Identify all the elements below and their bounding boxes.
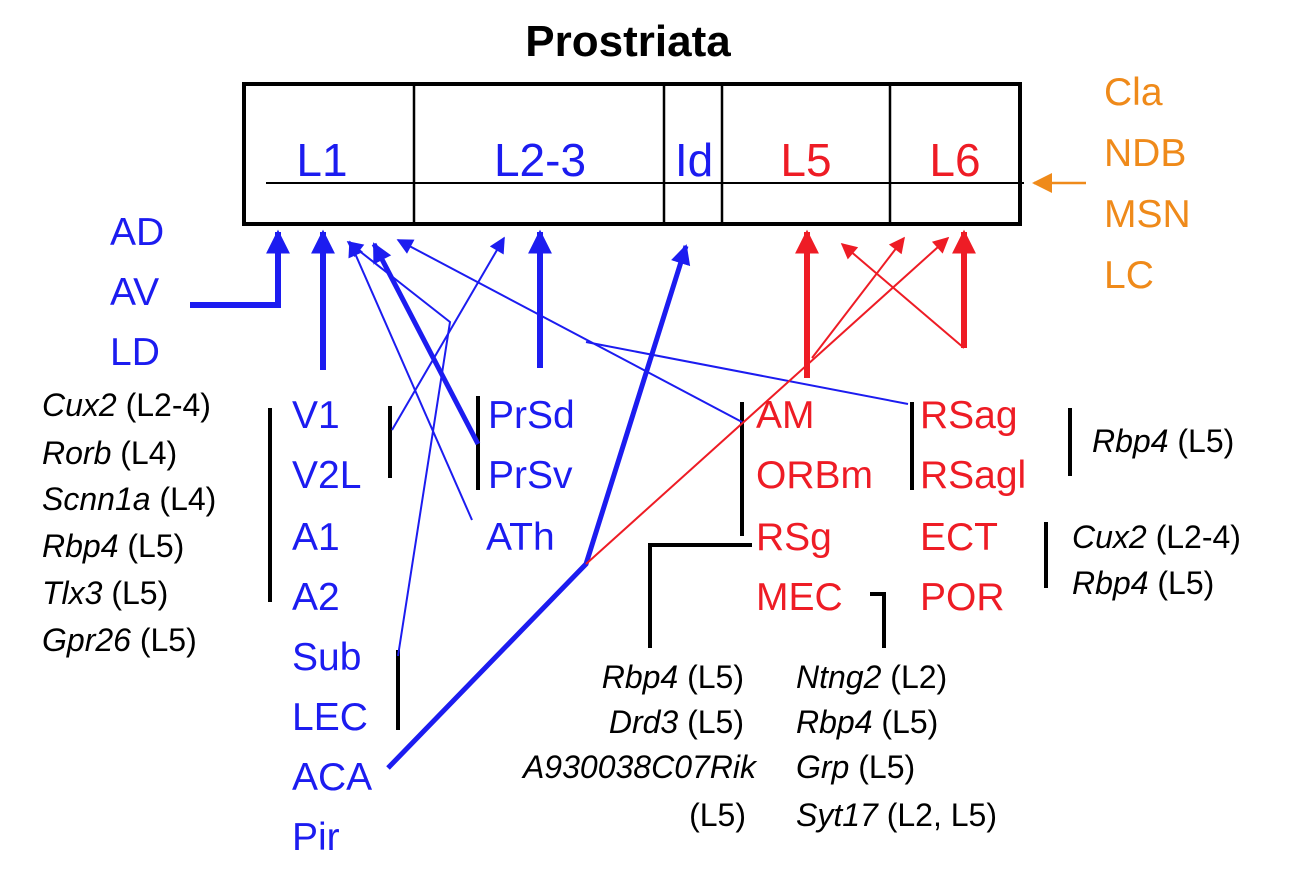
gene-entry: Cux2 (L2-4) — [1072, 519, 1241, 555]
gene-entry: Syt17 (L2, L5) — [796, 797, 997, 833]
blue-left-regions: V1 V2L A1 A2 Sub LEC ACA Pir — [292, 394, 372, 859]
arrow-prs-to-l1 — [371, 242, 481, 446]
region-aca: ACA — [292, 756, 372, 799]
bracket-rsg-genes — [648, 543, 752, 648]
red-projections — [585, 229, 976, 565]
gene-entry: Ntng2 (L2) — [796, 659, 947, 695]
genes-rsg: Rbp4 (L5) Drd3 (L5) A930038C07Rik (L5) — [521, 659, 758, 833]
region-lc: LC — [1104, 254, 1154, 297]
blue-mid-regions: PrSd PrSv ATh — [486, 394, 575, 559]
region-a2: A2 — [292, 576, 340, 619]
region-mec: MEC — [756, 576, 843, 619]
gene-entry: (L5) — [689, 797, 746, 833]
layer-label-l2-3: L2-3 — [494, 134, 586, 186]
genes-mec: Ntng2 (L2) Rbp4 (L5) Grp (L5) Syt17 (L2,… — [796, 659, 997, 833]
diagram-title: Prostriata — [525, 17, 731, 66]
red-right-regions: RSag RSagl ECT POR — [920, 394, 1026, 619]
region-am: AM — [756, 394, 815, 437]
gene-entry: Rorb (L4) — [42, 435, 177, 471]
gene-entry: Grp (L5) — [796, 749, 915, 785]
arrow-am-to-l6 — [811, 236, 905, 359]
thalamic-arrow — [190, 229, 290, 308]
gene-entry: Cux2 (L2-4) — [42, 387, 211, 423]
region-ld: LD — [110, 331, 160, 374]
region-rsag: RSag — [920, 394, 1018, 437]
gene-entry: Rbp4 (L5) — [42, 528, 184, 564]
gene-entry: A930038C07Rik — [521, 749, 758, 785]
gene-entry: Drd3 (L5) — [609, 704, 744, 740]
genes-rsag: Rbp4 (L5) — [1092, 423, 1234, 459]
red-mid-regions: AM ORBm RSg MEC — [756, 394, 873, 619]
layer-box: L1 L2-3 Id L5 L6 — [242, 82, 1024, 226]
line-rsag-to-l1 — [585, 341, 909, 405]
region-v1: V1 — [292, 394, 340, 437]
region-cla: Cla — [1104, 71, 1163, 114]
region-ndb: NDB — [1104, 132, 1186, 175]
arrow-ath-to-l1 — [348, 240, 473, 521]
region-msn: MSN — [1104, 193, 1191, 236]
genes-ect: Cux2 (L2-4) Rbp4 (L5) — [1072, 519, 1241, 601]
gene-entry: Rbp4 (L5) — [1072, 565, 1214, 601]
region-rsg: RSg — [756, 516, 832, 559]
arrow-am-to-l1 — [396, 239, 743, 423]
arrow-sub-to-l1 — [346, 241, 452, 657]
region-ath: ATh — [486, 516, 555, 559]
region-sub: Sub — [292, 636, 361, 679]
layer-label-l1: L1 — [296, 134, 347, 186]
bracket-mec-genes — [870, 592, 886, 648]
thalamic-inputs: AD AV LD — [110, 211, 290, 374]
layer-label-id: Id — [675, 134, 713, 186]
region-por: POR — [920, 576, 1005, 619]
gene-entry: Rbp4 (L5) — [602, 659, 744, 695]
region-rsagl: RSagl — [920, 454, 1026, 497]
gene-entry: Gpr26 (L5) — [42, 622, 197, 658]
region-v2l: V2L — [292, 454, 361, 497]
region-av: AV — [110, 271, 159, 314]
region-pir: Pir — [292, 816, 340, 859]
arrow-rsag-to-l5 — [840, 242, 965, 349]
layer-label-l6: L6 — [929, 134, 980, 186]
arrow-aca-to-l6 — [585, 236, 950, 565]
gene-entry: Tlx3 (L5) — [42, 575, 168, 611]
region-lec: LEC — [292, 696, 368, 739]
region-ad: AD — [110, 211, 164, 254]
region-orbm: ORBm — [756, 454, 873, 497]
neuromodulatory-inputs: Cla NDB MSN LC — [1032, 71, 1191, 297]
region-prsd: PrSd — [488, 394, 575, 437]
layer-box-outline — [242, 82, 1022, 226]
genes-left: Cux2 (L2-4) Rorb (L4) Scnn1a (L4) Rbp4 (… — [42, 387, 216, 658]
region-ect: ECT — [920, 516, 998, 559]
gene-entry: Rbp4 (L5) — [796, 704, 938, 740]
gene-entry: Rbp4 (L5) — [1092, 423, 1234, 459]
layer-label-l5: L5 — [780, 134, 831, 186]
gene-entry: Scnn1a (L4) — [42, 481, 216, 517]
region-a1: A1 — [292, 516, 340, 559]
region-prsv: PrSv — [488, 454, 573, 497]
